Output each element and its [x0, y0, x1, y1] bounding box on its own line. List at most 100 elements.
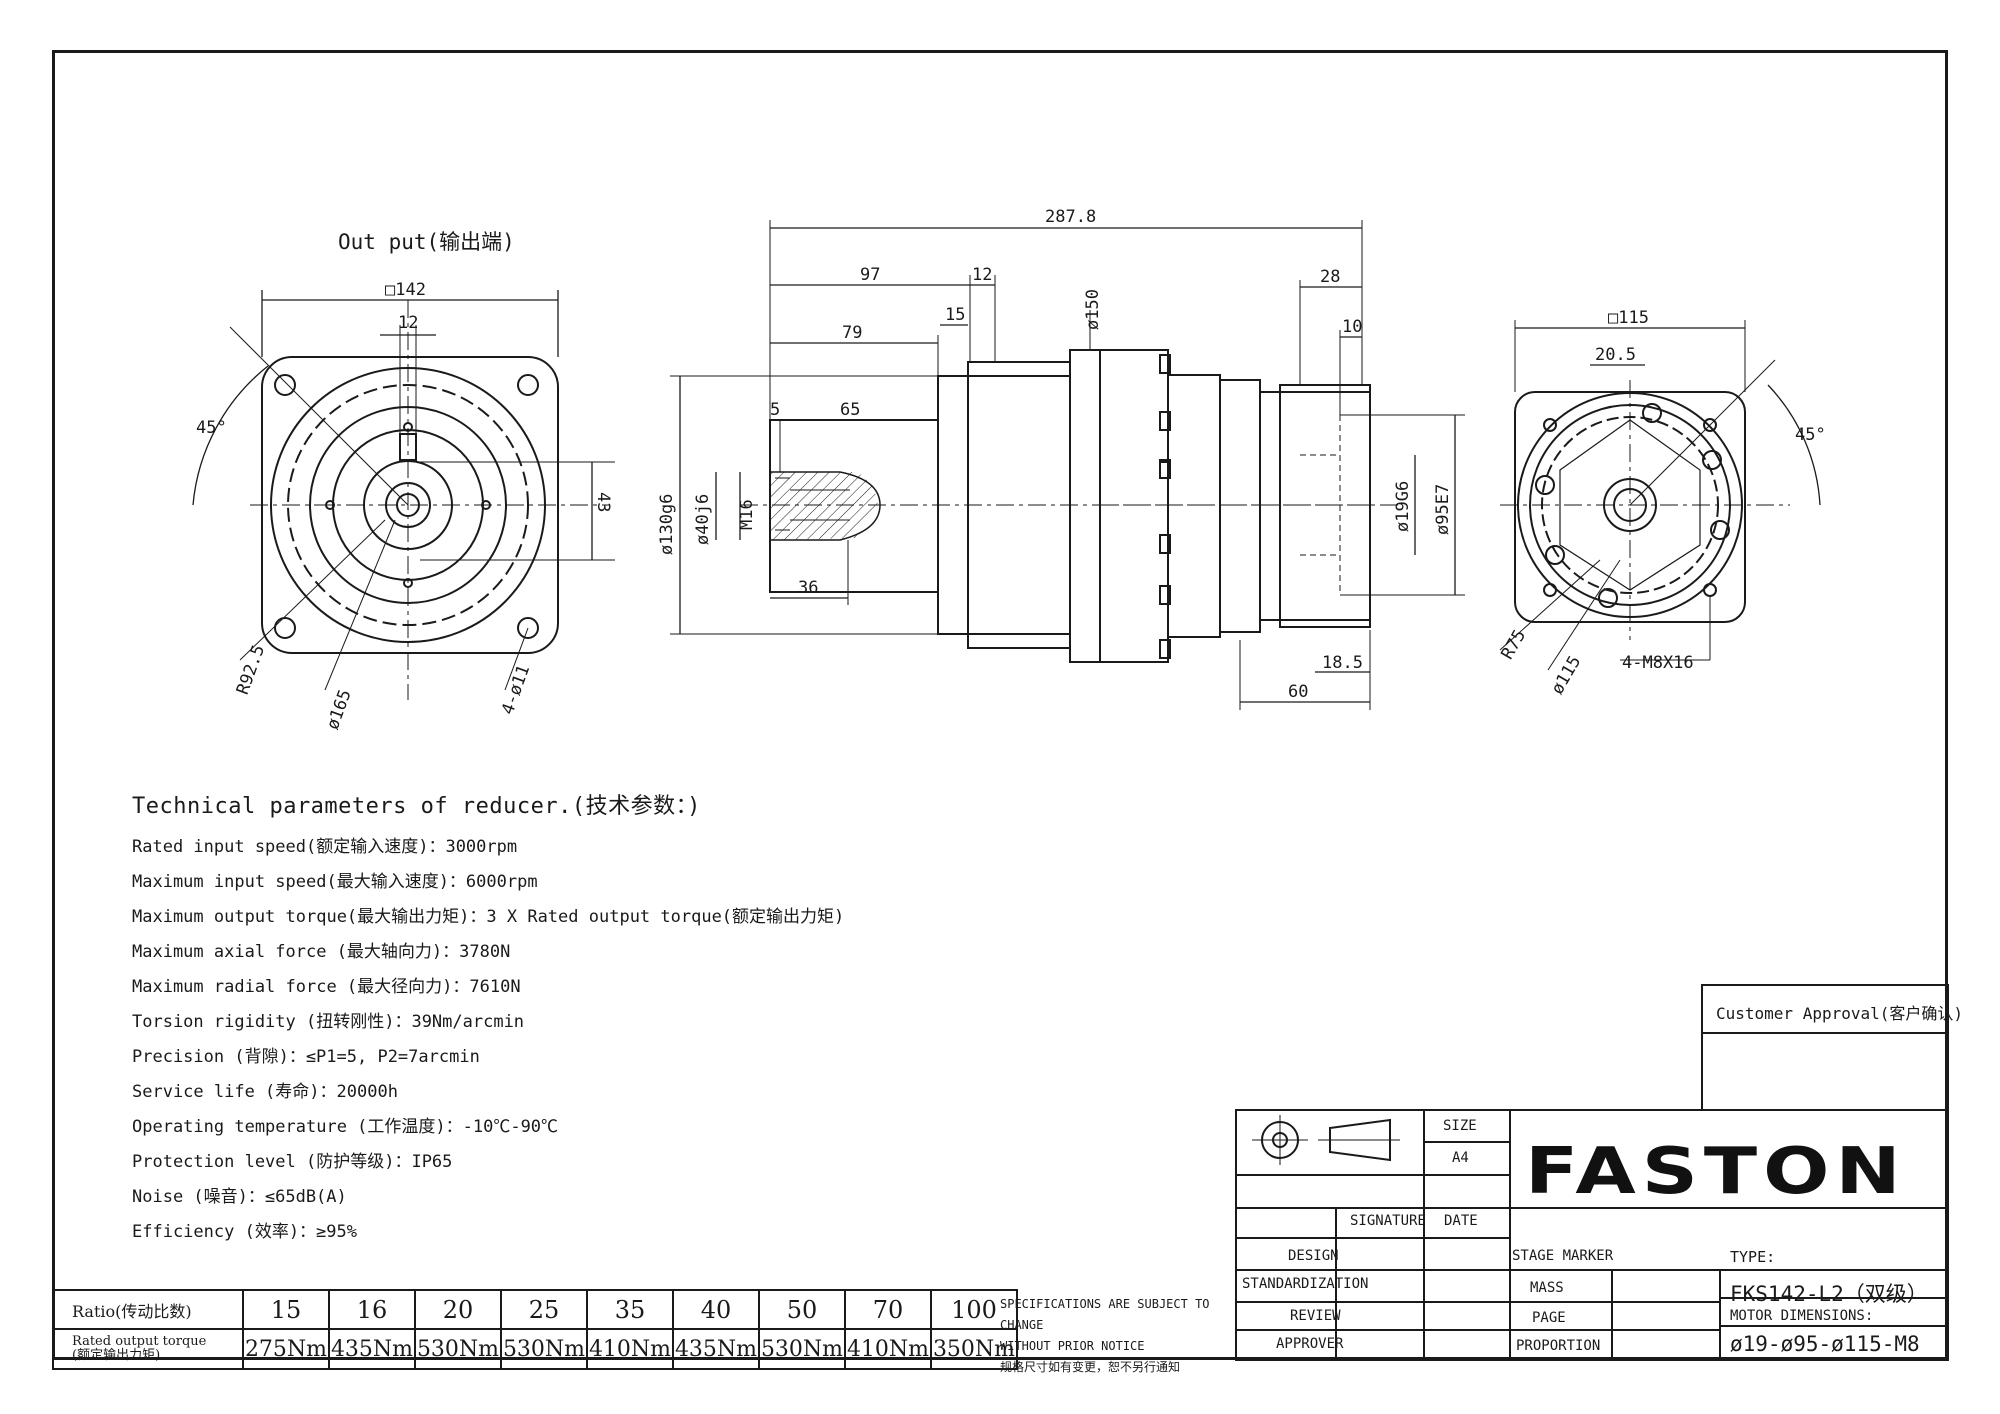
tech-line: Maximum axial force (最大轴向力)：3780N [132, 942, 511, 962]
dim-19g6: ø19G6 [1393, 481, 1413, 532]
torque-cell: 275Nm [242, 1328, 330, 1370]
ratio-cell: 50 [758, 1289, 846, 1330]
tech-line: Maximum radial force (最大径向力)：7610N [132, 977, 521, 997]
dim-4-11: 4-ø11 [498, 662, 534, 717]
design-label: DESIGN [1288, 1248, 1339, 1264]
torque-cell: 435Nm [328, 1328, 416, 1370]
page-label: PAGE [1532, 1310, 1566, 1326]
dim-45-right: 45° [1795, 425, 1826, 445]
dim-r92-5: R92.5 [233, 642, 269, 697]
torque-cell: 435Nm [672, 1328, 760, 1370]
dim-95e7: ø95E7 [1433, 484, 1453, 535]
approver-label: APPROVER [1276, 1336, 1344, 1352]
technical-parameters: Technical parameters of reducer.(技术参数：) … [132, 788, 952, 1250]
spec-note-line: WITHOUT PRIOR NOTICE [1000, 1339, 1145, 1353]
tech-line: Efficiency (效率)：≥95% [132, 1222, 357, 1242]
output-end-label: Out put(输出端) [338, 230, 515, 254]
dim-43: 43 [593, 492, 613, 512]
date-label: DATE [1444, 1213, 1478, 1229]
side-elevation-view [670, 220, 1465, 710]
torque-label-cn: (额定输出力矩) [72, 1348, 161, 1363]
proportion-label: PROPORTION [1516, 1338, 1601, 1354]
tech-line: Maximum output torque(最大输出力矩)：3 X Rated … [132, 907, 845, 927]
dimension-labels: □142 12 45° 43 R92.5 ø165 4-ø11 287.8 97… [196, 207, 1826, 732]
size-value: A4 [1452, 1150, 1469, 1166]
dim-12-left: 12 [398, 313, 418, 333]
specification-notice: SPECIFICATIONS ARE SUBJECT TO CHANGE WIT… [1000, 1294, 1230, 1378]
dim-m16: M16 [737, 499, 757, 530]
ratio-cell: 100 [930, 1289, 1018, 1330]
tech-title: Technical parameters of reducer.(技术参数：) [132, 794, 701, 819]
tech-line: Protection level (防护等级)：IP65 [132, 1152, 453, 1172]
dim-20-5: 20.5 [1595, 345, 1636, 365]
tech-line: Operating temperature (工作温度)：-10℃-90℃ [132, 1117, 559, 1137]
faston-logo: FASTON [1525, 1135, 1907, 1209]
size-label: SIZE [1443, 1118, 1477, 1134]
ratio-label: Ratio(传动比数) [52, 1289, 244, 1330]
tech-line: Rated input speed(额定输入速度)：3000rpm [132, 837, 518, 857]
ratio-torque-table: Ratio(传动比数) 15 16 20 25 35 40 50 70 100 … [52, 1289, 1018, 1370]
tech-line: Maximum input speed(最大输入速度)：6000rpm [132, 872, 538, 892]
dim-45-left: 45° [196, 418, 227, 438]
dim-28: 28 [1320, 267, 1340, 287]
dim-40j6: ø40j6 [693, 494, 713, 545]
torque-cell: 530Nm [414, 1328, 502, 1370]
dim-15: 15 [945, 305, 965, 325]
dim-r75: R75 [1498, 626, 1531, 663]
spec-note-line: SPECIFICATIONS ARE SUBJECT TO CHANGE [1000, 1297, 1210, 1332]
dim-115: ø115 [1548, 653, 1586, 698]
mass-label: MASS [1530, 1280, 1564, 1296]
torque-cell: 410Nm [844, 1328, 932, 1370]
dim-36: 36 [798, 578, 818, 598]
tech-line: Torsion rigidity (扭转刚性)：39Nm/arcmin [132, 1012, 525, 1032]
dim-m8x16: 4-M8X16 [1622, 653, 1694, 673]
dim-60: 60 [1288, 682, 1308, 702]
ratio-cell: 35 [586, 1289, 674, 1330]
dim-150: ø150 [1083, 289, 1103, 330]
title-block-frame [1235, 984, 1949, 1361]
dim-65: 65 [840, 400, 860, 420]
ratio-row: Ratio(传动比数) 15 16 20 25 35 40 50 70 100 [52, 1289, 1018, 1330]
dim-10: 10 [1342, 317, 1362, 337]
dim-12-top: 12 [972, 265, 992, 285]
torque-cell: 410Nm [586, 1328, 674, 1370]
torque-row: Rated output torque (额定输出力矩) 275Nm 435Nm… [52, 1328, 1018, 1370]
dim-165: ø165 [323, 687, 356, 732]
ratio-cell: 25 [500, 1289, 588, 1330]
dim-79: 79 [842, 323, 862, 343]
motor-dimensions-value: ø19-ø95-ø115-M8 [1730, 1332, 1920, 1356]
torque-cell: 530Nm [500, 1328, 588, 1370]
ratio-cell: 15 [242, 1289, 330, 1330]
tech-line: Noise (噪音)：≤65dB(A) [132, 1187, 347, 1207]
torque-label-en: Rated output torque [72, 1334, 207, 1349]
dim-142: □142 [385, 280, 426, 300]
ratio-cell: 20 [414, 1289, 502, 1330]
ratio-cell: 16 [328, 1289, 416, 1330]
input-end-view [1499, 320, 1821, 671]
dim-18-5: 18.5 [1322, 653, 1363, 673]
torque-cell: 350Nm [930, 1328, 1018, 1370]
ratio-cell: 40 [672, 1289, 760, 1330]
signature-label: SIGNATURE [1350, 1213, 1426, 1229]
motor-dimensions-label: MOTOR DIMENSIONS: [1730, 1308, 1874, 1324]
type-value: FKS142-L2（双级） [1730, 1282, 1928, 1306]
tech-line: Precision (背隙)：≤P1=5, P2=7arcmin [132, 1047, 480, 1067]
dim-287-8: 287.8 [1045, 207, 1096, 227]
output-end-view [192, 290, 615, 700]
customer-approval: Customer Approval(客户确认) [1716, 1004, 1964, 1023]
type-label: TYPE: [1730, 1248, 1776, 1266]
torque-cell: 530Nm [758, 1328, 846, 1370]
dim-115-square: □115 [1608, 308, 1649, 328]
spec-note-line: 规格尺寸如有变更，恕不另行通知 [1000, 1360, 1181, 1374]
torque-label: Rated output torque (额定输出力矩) [52, 1328, 244, 1370]
stage-marker-label: STAGE MARKER [1512, 1248, 1614, 1264]
dim-97: 97 [860, 265, 880, 285]
review-label: REVIEW [1290, 1308, 1341, 1324]
ratio-cell: 70 [844, 1289, 932, 1330]
dim-130g6: ø130g6 [657, 494, 677, 555]
tech-line: Service life (寿命)：20000h [132, 1082, 398, 1102]
standardization-label: STANDARDIZATION [1242, 1276, 1369, 1292]
dim-5: 5 [770, 400, 780, 420]
